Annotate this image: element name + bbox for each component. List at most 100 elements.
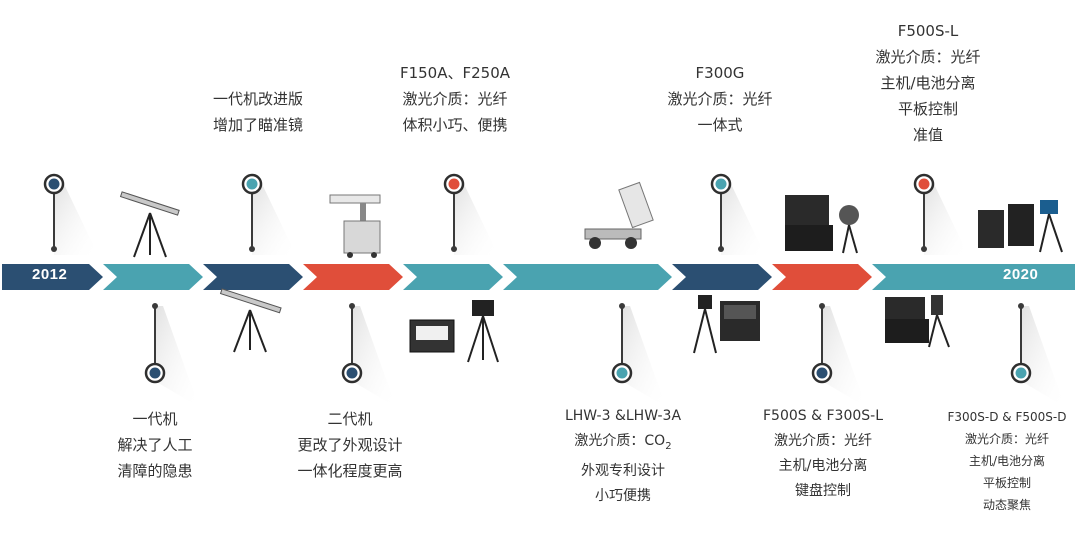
caption-m5: F150A、F250A 激光介质：光纤 体积小巧、便携 [385,60,525,138]
timeline-segment [503,264,672,290]
caption-line: F500S & F300S-L [763,408,883,424]
milestone-stem-end [718,246,724,252]
caption-line: LHW-3 &LHW-3A [564,408,682,424]
milestone-shadow [54,184,98,255]
caption-m7: F300G 激光介质：光纤 一体式 [650,60,790,138]
milestone-dot [246,178,258,190]
milestone-dot [715,178,727,190]
case-tripod-icon [693,295,760,354]
caption-line: F300S-D & F500S-D [947,410,1067,424]
milestone-shadow [721,184,765,255]
caption-line: 主机/电池分离 [880,74,976,92]
milestone-dot [346,367,358,379]
milestone-marker [811,303,866,407]
timeline-segment [672,264,772,290]
tripod-laser-icon [119,191,180,258]
caption-m8: F500S & F300S-L 激光介质：光纤 主机/电池分离 键盘控制 [748,404,898,504]
milestone-marker [341,303,396,407]
case-tripod-icon [409,300,499,363]
caption-line: F150A、F250A [399,64,511,82]
milestone-dot [816,367,828,379]
milestone-stem-end [1018,303,1024,309]
timeline-segment [103,264,203,290]
caption-m3: 一代机改进版 增加了瞄准镜 [193,86,323,138]
tripod-laser-icon [219,288,282,353]
milestone-marker [913,173,968,255]
caption-line: 激光介质：光纤 [964,432,1049,446]
milestone-shadow [454,184,498,255]
milestone-marker [611,303,666,407]
caption-line: 小巧便携 [595,487,651,504]
caption-line: 清障的隐患 [117,462,193,480]
caption-line: 动态聚焦 [982,498,1031,512]
milestone-dot [918,178,930,190]
caption-line: 体积小巧、便携 [402,116,508,134]
milestone-stem-end [921,246,927,252]
milestone-stem-end [249,246,255,252]
timeline-segment [203,264,303,290]
caption-m10: F300S-D & F500S-D 激光介质：光纤 主机/电池分离 平板控制 动… [938,406,1076,516]
milestone-shadow [252,184,296,255]
milestone-shadow [155,306,199,407]
caption-line: 平板控制 [897,100,958,118]
caption-line: 一体化程度更高 [297,462,403,480]
milestone-marker [144,303,199,407]
caption-line: 主机/电池分离 [778,458,868,474]
milestone-dot [448,178,460,190]
caption-line: 更改了外观设计 [297,436,403,454]
caption-line: 一体式 [697,116,743,134]
milestone-stem-end [51,246,57,252]
wheeled-laser-cart-icon [584,181,654,249]
case-tripod-icon [978,200,1063,253]
caption-line: 增加了瞄准镜 [212,116,303,134]
milestone-markers [43,173,1065,407]
milestone-shadow [1021,306,1065,407]
open-case-device-icon [885,295,950,348]
gimbal-cart-icon [329,194,381,258]
milestone-shadow [352,306,396,407]
caption-line: 解决了人工 [117,436,193,454]
milestone-shadow [924,184,968,255]
caption-line: 激光介质：光纤 [667,90,773,108]
milestone-marker [43,173,98,255]
caption-line: 一代机 [132,410,178,428]
caption-line: 平板控制 [982,476,1031,490]
milestone-dot [616,367,628,379]
caption-text: 激光介质：CO [574,433,666,449]
timeline-segment [872,264,1075,290]
caption-line: 主机/电池分离 [968,454,1046,468]
caption-m9: F500S-L 激光介质：光纤 主机/电池分离 平板控制 准值 [858,18,998,148]
caption-line: 外观专利设计 [581,462,665,479]
caption-m4: 二代机 更改了外观设计 一体化程度更高 [280,406,420,484]
caption-subscript: 2 [665,440,672,452]
caption-line: F300G [695,64,745,82]
milestone-stem-end [451,246,457,252]
timeline-segment [403,264,503,290]
caption-m2: 一代机 解决了人工 清障的隐患 [90,406,220,484]
timeline-segment [303,264,403,290]
milestone-marker [443,173,498,255]
caption-line: 激光介质：光纤 [402,90,508,108]
milestone-shadow [622,306,666,407]
caption-line: 激光介质：CO2 [553,429,693,459]
caption-line: 一代机改进版 [212,90,303,108]
device-illustrations [119,181,1063,363]
caption-line: 键盘控制 [795,483,851,499]
milestone-stem-end [619,303,625,309]
caption-line: 激光介质：光纤 [774,433,872,449]
milestone-dot [48,178,60,190]
caption-line: 二代机 [327,410,373,428]
end-year-label: 2020 [1003,266,1039,283]
timeline-bar [2,264,1075,290]
milestone-stem-end [349,303,355,309]
timeline-segment [772,264,872,290]
caption-line: 激光介质：光纤 [875,48,981,66]
start-year-label: 2012 [32,266,68,283]
caption-line: 准值 [912,126,943,144]
open-case-device-icon [785,195,859,254]
milestone-dot [149,367,161,379]
milestone-stem-end [152,303,158,309]
milestone-dot [1015,367,1027,379]
milestone-marker [241,173,296,255]
